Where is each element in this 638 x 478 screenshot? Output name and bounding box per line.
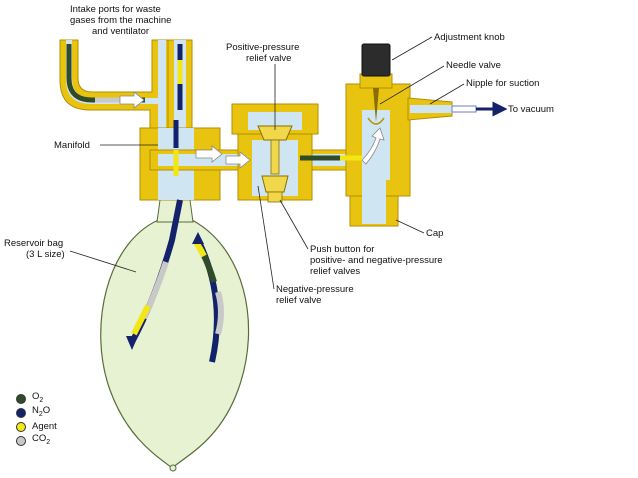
legend-agent-swatch bbox=[16, 422, 26, 432]
flow-arrow-manifold-right bbox=[195, 145, 223, 163]
needle-valve-path bbox=[367, 117, 385, 125]
label-positive-pressure-2: relief valve bbox=[246, 53, 291, 64]
nipple-channel bbox=[410, 105, 452, 113]
cap-channel bbox=[362, 180, 386, 224]
legend: O2 N2O Agent CO2 bbox=[16, 391, 57, 448]
legend-n2o: N2O bbox=[16, 405, 57, 420]
negative-pressure-valve bbox=[261, 175, 289, 193]
flow-arrow-up-in-bag bbox=[192, 232, 204, 244]
label-negative-pressure-2: relief valve bbox=[276, 295, 321, 306]
label-nipple: Nipple for suction bbox=[466, 78, 539, 89]
label-reservoir-2: (3 L size) bbox=[26, 249, 65, 260]
label-push-button-3: relief valves bbox=[310, 266, 360, 277]
label-push-button-2: positive- and negative-pressure bbox=[310, 255, 443, 266]
gas-flow-into-bag-agent bbox=[131, 304, 151, 336]
leader-cap bbox=[395, 219, 425, 234]
flow-arrow-to-valve bbox=[225, 151, 251, 169]
legend-agent-label: Agent bbox=[32, 421, 57, 432]
vacuum-tube bbox=[451, 105, 477, 113]
label-manifold: Manifold bbox=[54, 140, 90, 151]
legend-o2-label: O2 bbox=[32, 391, 44, 404]
positive-pressure-valve bbox=[257, 125, 293, 141]
intake-pipe-left bbox=[59, 39, 173, 131]
leader-adjustment-knob bbox=[391, 36, 433, 61]
flow-arrow-into-bag bbox=[126, 336, 138, 350]
legend-co2-label: CO2 bbox=[32, 433, 51, 446]
label-push-button-1: Push button for bbox=[310, 244, 374, 255]
leader-nipple bbox=[429, 83, 465, 105]
valve-stem bbox=[270, 139, 280, 175]
label-adjustment-knob: Adjustment knob bbox=[434, 32, 505, 43]
label-negative-pressure-1: Negative-pressure bbox=[276, 284, 354, 295]
label-needle-valve: Needle valve bbox=[446, 60, 501, 71]
label-reservoir-1: Reservoir bag bbox=[4, 238, 63, 249]
label-intake-ports-1: Intake ports for waste bbox=[70, 4, 161, 15]
label-intake-ports-2: gases from the machine bbox=[70, 15, 171, 26]
bag-tip bbox=[169, 464, 177, 472]
label-to-vacuum: To vacuum bbox=[508, 104, 554, 115]
push-button[interactable] bbox=[267, 191, 283, 203]
reservoir-bag bbox=[100, 217, 250, 469]
legend-o2-swatch bbox=[16, 394, 26, 404]
gas-flow-intake-left bbox=[66, 44, 145, 103]
legend-agent: Agent bbox=[16, 420, 57, 434]
leader-negative-pressure bbox=[257, 185, 275, 290]
label-intake-ports-3: and ventilator bbox=[92, 26, 149, 37]
gas-flow-out-of-bag-co2 bbox=[215, 291, 224, 335]
adjustment-knob[interactable] bbox=[361, 43, 391, 77]
label-cap: Cap bbox=[426, 228, 443, 239]
legend-o2: O2 bbox=[16, 391, 57, 406]
leader-needle-valve bbox=[379, 65, 445, 105]
flow-arrow-needle-curve bbox=[361, 127, 385, 165]
leader-reservoir bbox=[69, 250, 137, 273]
legend-n2o-swatch bbox=[16, 408, 26, 418]
needle bbox=[373, 88, 379, 122]
label-positive-pressure-1: Positive-pressure bbox=[226, 42, 299, 53]
flow-arrow-intake-left bbox=[119, 91, 145, 109]
leader-push-button bbox=[279, 199, 309, 250]
legend-n2o-label: N2O bbox=[32, 405, 51, 418]
legend-co2-swatch bbox=[16, 436, 26, 446]
legend-co2: CO2 bbox=[16, 433, 57, 448]
